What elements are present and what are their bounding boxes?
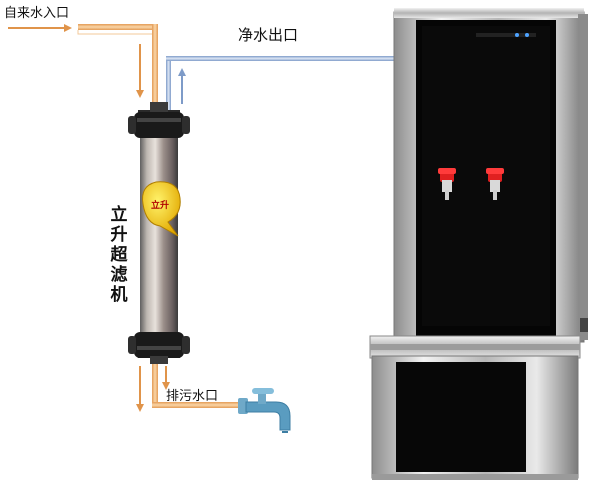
drain-pipe <box>152 358 244 408</box>
water-tap-icon <box>486 168 504 200</box>
brand-badge: 立升 <box>142 181 181 237</box>
drain-label: 排污水口 <box>166 389 219 404</box>
badge-text: 立升 <box>151 199 169 211</box>
outlet-pipe <box>166 56 396 118</box>
inlet-label: 自来水入口 <box>4 6 70 21</box>
indicator-light <box>515 33 519 37</box>
ultrafiltration-unit <box>128 102 190 364</box>
water-dispenser-cabinet <box>369 8 588 480</box>
arrow-right-icon <box>8 24 72 32</box>
filter-label: 立升超滤机 <box>110 205 128 305</box>
arrow-down-icon <box>136 44 144 98</box>
water-tap-icon <box>438 168 456 200</box>
arrow-down-icon <box>136 366 144 412</box>
inlet-pipe <box>77 24 158 116</box>
outlet-label: 净水出口 <box>238 26 299 44</box>
faucet-icon <box>238 388 291 433</box>
arrow-down-icon <box>162 366 170 390</box>
arrow-up-icon <box>178 68 186 104</box>
